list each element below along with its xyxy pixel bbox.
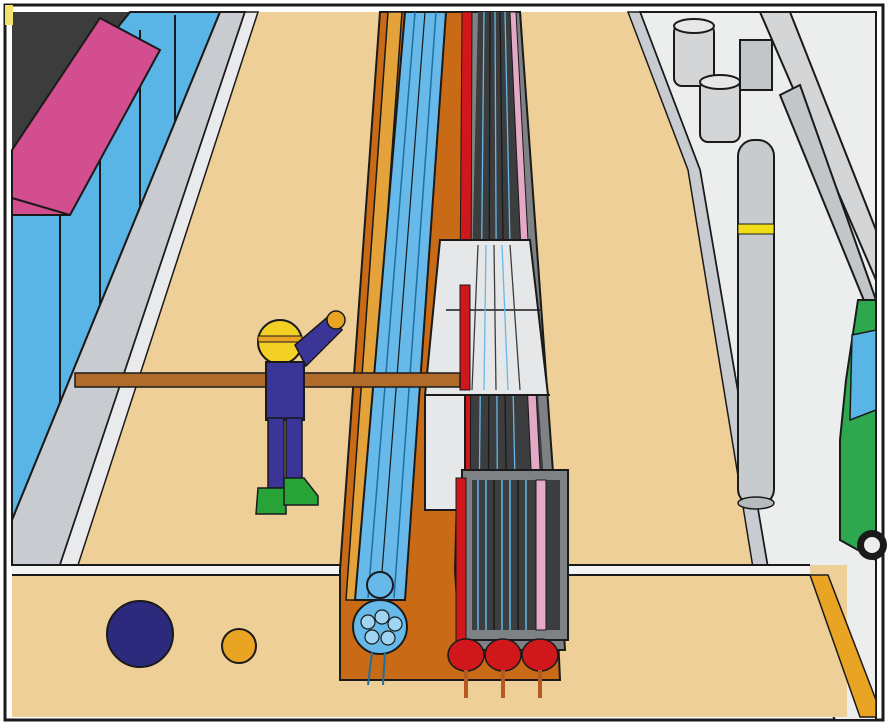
worker-helmet-band	[258, 336, 302, 342]
red-cable-bundles	[448, 639, 558, 698]
worker-hand	[327, 311, 345, 329]
corner-accent	[5, 5, 13, 25]
navy-ball	[107, 601, 173, 667]
worker-leg	[268, 418, 284, 488]
red-cable-end	[448, 639, 484, 671]
orange-ball	[222, 629, 256, 663]
lower-pink-cable	[536, 480, 546, 630]
pole-base	[738, 497, 774, 509]
conduit-end-top	[367, 572, 393, 598]
lower-red-cable	[456, 478, 466, 643]
concrete-duct-top	[425, 240, 548, 395]
duct-red-cable	[460, 285, 470, 390]
worker-leg	[286, 418, 302, 480]
lower-trough-inner	[472, 480, 560, 630]
utility-pole	[738, 140, 774, 505]
worker-boot	[256, 488, 286, 514]
pole-band	[738, 224, 774, 234]
red-cable-end	[485, 639, 521, 671]
worker-torso	[266, 362, 304, 420]
red-cable-end	[522, 639, 558, 671]
